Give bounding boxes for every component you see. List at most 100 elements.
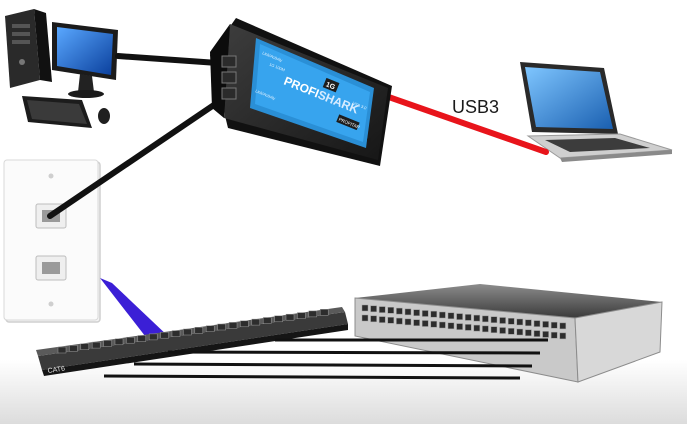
patch-panel-port: [171, 330, 181, 337]
switch-port: [396, 307, 403, 315]
switch-port: [378, 316, 386, 323]
switch-port: [499, 327, 506, 334]
switch-port: [507, 328, 515, 335]
patch-cable-3: [133, 362, 533, 368]
switch-port: [361, 314, 369, 322]
tap-usb-label: USB 3.0: [352, 100, 368, 111]
patch-panel-port: [69, 345, 78, 352]
tap-port-3: [221, 87, 237, 100]
patch-panel-port: [160, 331, 169, 339]
switch-port: [507, 318, 515, 325]
switch-port: [559, 322, 567, 330]
switch-port: [439, 321, 446, 329]
switch-port: [464, 324, 472, 331]
switch-port: [464, 314, 472, 321]
patch-panel-port: [91, 341, 101, 349]
switch-port: [542, 321, 549, 328]
patch-panel-port: [103, 340, 112, 347]
switch-port: [490, 316, 498, 323]
switch-port: [533, 320, 541, 327]
patch-panel-port: [228, 322, 238, 329]
trunk-cable: [100, 278, 170, 345]
profishark-tap: PROFISHARK 1G 1G 100M Link/Activity Link…: [210, 18, 392, 166]
switch-port: [404, 308, 412, 316]
tap-port-1: [221, 55, 237, 68]
patch-panel-port: [274, 315, 283, 323]
switch-side: [574, 301, 663, 383]
patch-panel: CAT6: [36, 307, 348, 376]
patch-panel-port: [137, 335, 147, 342]
usb3-link-label: USB3: [452, 97, 500, 117]
switch-port: [370, 315, 377, 323]
patch-panel-port: [308, 310, 318, 318]
patch-panel-port: [297, 312, 306, 319]
switch-top: [355, 284, 662, 318]
switch-port: [378, 306, 386, 313]
patch-cable-4: [103, 374, 521, 380]
patch-panel-port: [262, 317, 272, 324]
patch-panel-port: [217, 323, 226, 331]
switch-port-array: [361, 304, 567, 340]
switch-port: [430, 320, 438, 328]
switch-port: [396, 317, 403, 325]
switch-port: [421, 320, 429, 327]
tap-speed-label: 1G 100M: [269, 62, 286, 73]
switch-port: [482, 315, 489, 323]
switch-port: [542, 331, 549, 338]
switch-port: [482, 325, 489, 333]
switch-port: [550, 331, 558, 339]
switch-port: [490, 326, 498, 333]
patch-panel-port: [80, 343, 90, 350]
switch-port: [456, 323, 463, 330]
usb3-cable: [377, 91, 549, 155]
patch-panel-port: [319, 309, 329, 316]
switch-port: [559, 332, 567, 340]
patch-panel-port: [57, 346, 67, 354]
switch-port: [473, 314, 481, 322]
switch-port: [525, 319, 532, 327]
switch-port: [413, 319, 420, 326]
patch-panel-port: [251, 318, 261, 326]
pc-monitor-screen: [57, 27, 113, 75]
switch-port: [370, 305, 377, 313]
switch-port: [516, 318, 524, 326]
switch-port: [525, 329, 532, 337]
switch-port: [456, 313, 463, 320]
wall-to-tap-cable: [47, 87, 239, 219]
switch-port: [516, 328, 524, 336]
switch-port: [439, 311, 446, 319]
patch-panel-port: [205, 325, 215, 332]
tap-port-2: [221, 71, 237, 84]
switch-port: [421, 310, 429, 317]
patch-panel-port: [114, 338, 124, 346]
desktop-computer: [5, 9, 118, 128]
switch-port: [387, 307, 395, 314]
switch-port: [413, 309, 420, 316]
patch-panel-port: [285, 313, 295, 321]
patch-panel-port: [183, 328, 192, 336]
switch-port: [361, 304, 369, 312]
laptop-screen: [525, 67, 613, 129]
pc-mouse: [98, 108, 110, 124]
switch-port: [430, 310, 438, 318]
patch-cable-2: [167, 350, 541, 355]
switch-port: [447, 322, 455, 330]
tap-model-badge: 1G: [325, 81, 337, 91]
patch-panel-port: [194, 327, 204, 334]
switch-port: [550, 321, 558, 329]
patch-panel-port-array: [57, 309, 329, 354]
laptop: [520, 62, 673, 162]
patch-panel-port: [148, 333, 158, 341]
patch-panel-label: CAT6: [47, 365, 65, 375]
patch-panel-port: [240, 320, 249, 328]
patch-panel-port: [126, 336, 135, 344]
pc-tower: [5, 9, 40, 88]
wall-jack-plate: [3, 159, 101, 323]
switch-port: [387, 317, 395, 324]
switch-port: [473, 324, 481, 332]
switch-port: [447, 312, 455, 320]
switch-port: [404, 318, 412, 326]
switch-port: [499, 317, 506, 324]
